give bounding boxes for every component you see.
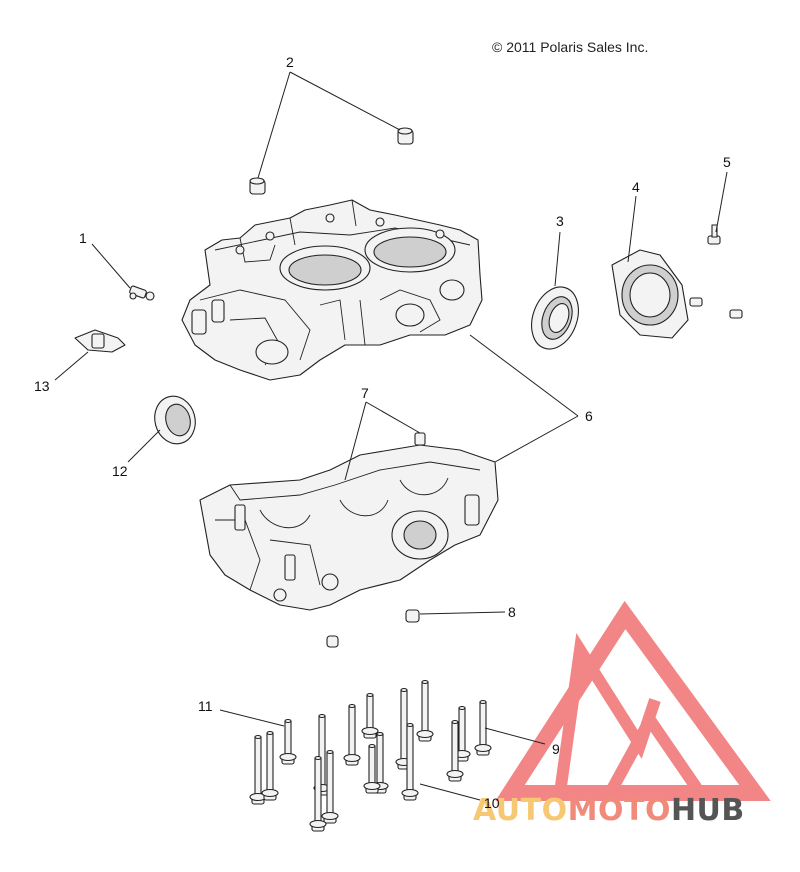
bolt	[261, 730, 279, 801]
bolt	[309, 755, 327, 832]
part-8-dowels	[326, 609, 420, 648]
callout-6: 6	[585, 408, 593, 424]
callout-5: 5	[723, 154, 731, 170]
bolt	[279, 718, 297, 765]
automotohub-logo	[495, 600, 771, 801]
copyright-text: © 2011 Polaris Sales Inc.	[492, 39, 648, 55]
bolt	[343, 703, 361, 766]
callout-10: 10	[484, 795, 500, 811]
part-7-dowel	[414, 432, 426, 446]
part-2-dowels	[249, 127, 414, 195]
upper-crankcase	[181, 199, 483, 381]
logo-word-moto: MOTO	[568, 793, 671, 828]
callout-12: 12	[112, 463, 128, 479]
part-4-cover	[611, 249, 689, 339]
part-12-seal	[154, 395, 196, 445]
callout-3: 3	[556, 213, 564, 229]
logo-word-auto: AUTO	[473, 793, 568, 828]
bolt	[361, 692, 379, 739]
bolt	[363, 743, 381, 794]
bolt	[446, 719, 464, 782]
bolt	[249, 734, 267, 805]
lower-crankcase	[199, 444, 499, 611]
callout-7: 7	[361, 385, 369, 401]
callout-4: 4	[632, 179, 640, 195]
logo-word: AUTOMOTOHUB	[473, 793, 745, 828]
part-5-bolts	[689, 224, 743, 319]
crankcase-bolts	[249, 679, 492, 832]
part-1-fitting	[129, 285, 155, 301]
part-3-seal	[531, 286, 579, 350]
callout-13: 13	[34, 378, 50, 394]
leader-lines	[54, 71, 728, 801]
callout-8: 8	[508, 604, 516, 620]
bolt	[321, 749, 339, 824]
callout-9: 9	[552, 741, 560, 757]
callout-2: 2	[286, 54, 294, 70]
callout-11: 11	[198, 698, 213, 714]
part-13-sensor	[74, 329, 126, 353]
bolt	[401, 722, 419, 801]
callout-1: 1	[79, 230, 87, 246]
logo-word-hub: HUB	[671, 793, 745, 828]
bolt	[474, 699, 492, 756]
bolt	[416, 679, 434, 742]
